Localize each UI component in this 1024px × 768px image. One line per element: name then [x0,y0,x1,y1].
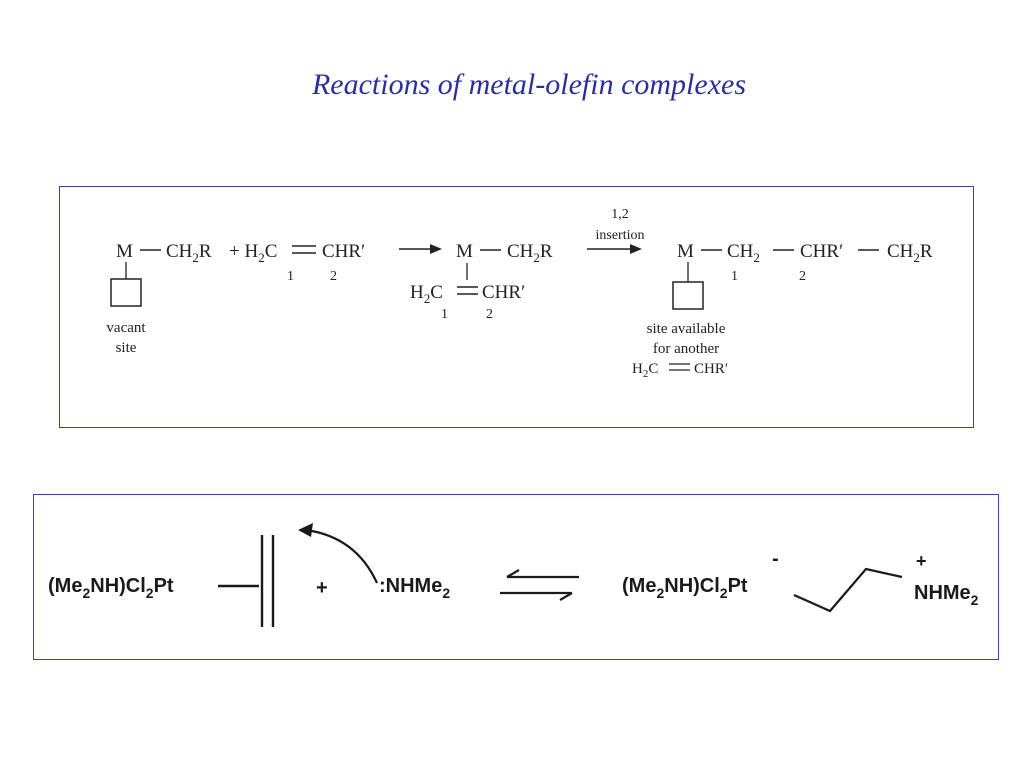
vacant-label: vacant [106,320,146,336]
reactant-chr: CHR′ [322,241,365,262]
another-olefin-h2c: H2C [632,361,658,380]
reactant-metal: M [116,241,133,262]
equilibrium-arrow-reverse [506,569,520,578]
carbon-label-1: 1 [287,269,294,284]
ethylene-chain [793,567,903,613]
product-ammonium: NHMe2 [914,582,979,608]
product-ch2r: CH2R [887,241,933,265]
insertion-scheme-panel: M CH2R + H2C CHR′ 1 2 vacant site M [59,186,974,428]
for-another-label: for another [653,341,719,357]
intermediate-label-2: 2 [486,307,493,322]
equilibrium-arrow-forward [559,592,573,601]
product-label-1: 1 [731,269,738,284]
reactant-h2c: + H2C [229,241,277,265]
product-metal: M [677,241,694,262]
product-ch2: CH2 [727,241,760,265]
n-positive-charge: + [916,551,927,571]
product-label-2: 2 [799,269,806,284]
site-available-label: site available [647,321,726,337]
reaction-arrow [430,244,442,254]
intermediate-label-1: 1 [441,307,448,322]
pt-complex-formula: (Me2NH)Cl2Pt [48,575,174,601]
reactant-ch2r: CH2R [166,241,212,265]
insertion-scheme-diagram: M CH2R + H2C CHR′ 1 2 vacant site M [106,207,933,380]
amine-attack-panel: (Me2NH)Cl2Pt + :NHMe2 (Me2NH)Cl2Pt [33,494,999,660]
plus-sign: + [316,577,328,599]
site-label: site [116,340,137,356]
available-site-box [672,281,704,310]
arrow-label-ratio: 1,2 [611,207,629,222]
amine-attack-diagram: (Me2NH)Cl2Pt + :NHMe2 (Me2NH)Cl2Pt [48,523,979,627]
carbon-label-2: 2 [330,269,337,284]
intermediate-h2c: H2C [410,282,443,306]
arrow-label-insertion: insertion [596,228,645,243]
intermediate-metal: M [456,241,473,262]
vacant-site-box [110,278,142,307]
slide-title: Reactions of metal-olefin complexes [311,68,747,101]
intermediate-chr: CHR′ [482,282,525,303]
pt-negative-charge: - [772,548,779,570]
product-chr: CHR′ [800,241,843,262]
insertion-arrow [630,244,642,254]
another-olefin-chr: CHR′ [694,361,728,377]
intermediate-ch2r: CH2R [507,241,553,265]
product-pt-complex: (Me2NH)Cl2Pt [622,575,748,601]
nucleophilic-attack-arrow [305,528,379,584]
amine-nucleophile: :NHMe2 [379,575,450,601]
